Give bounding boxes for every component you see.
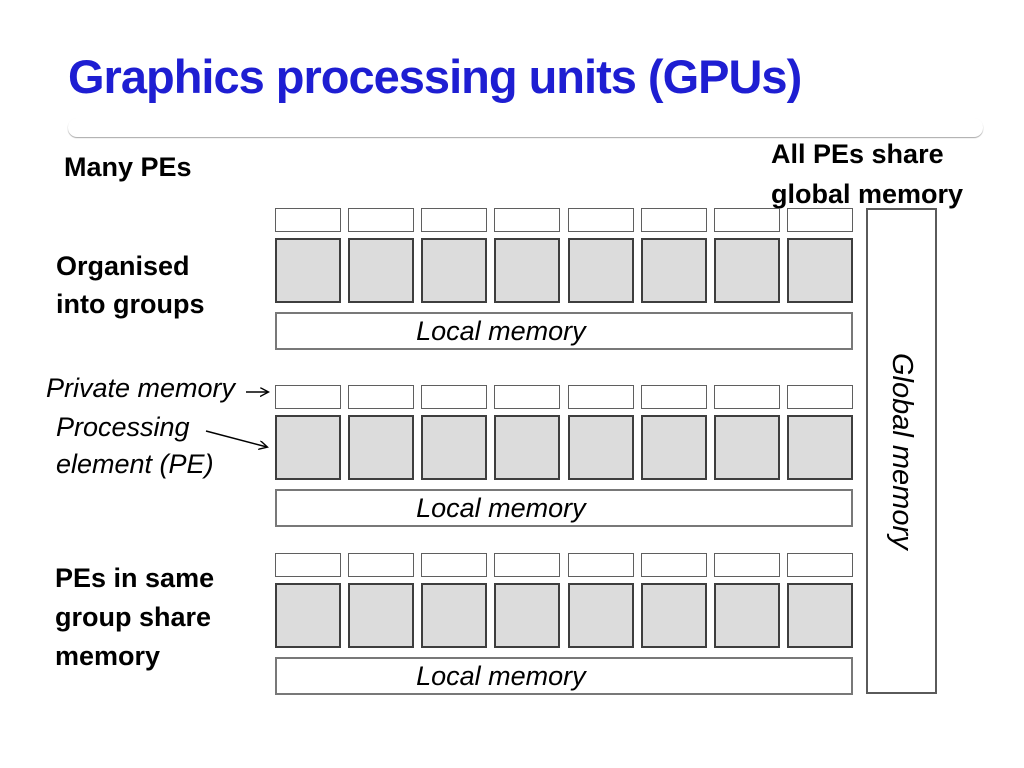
pe-box [786, 415, 853, 480]
private-memory-box [348, 208, 415, 232]
label-organised-into-groups: Organised into groups [56, 247, 204, 323]
private-memory-box [421, 553, 488, 577]
pe-box [275, 415, 341, 480]
label-private-memory: Private memory [46, 373, 236, 403]
label-many-pes: Many PEs [64, 152, 192, 182]
pe-box [567, 238, 634, 303]
pe-box [421, 415, 488, 480]
pe-box [494, 415, 561, 480]
private-memory-box [494, 208, 561, 232]
pe-group-1: Local memory [275, 208, 853, 350]
private-memory-row [275, 208, 853, 232]
private-memory-box [348, 385, 415, 409]
private-memory-box [640, 385, 707, 409]
private-memory-box [786, 553, 853, 577]
pe-box [786, 238, 853, 303]
label-processing-line1: Processing [56, 412, 190, 442]
local-memory-label: Local memory [416, 492, 586, 523]
private-memory-box [567, 385, 634, 409]
label-all-pes-share-line1: All PEs share [771, 139, 944, 169]
private-memory-box [713, 553, 780, 577]
label-pes-same-line3: memory [55, 641, 161, 671]
pe-row [275, 583, 853, 648]
local-memory-label: Local memory [416, 660, 586, 691]
private-memory-box [640, 208, 707, 232]
label-processing-element: Processing element (PE) [56, 409, 214, 483]
global-memory-box: Global memory [866, 208, 937, 694]
private-memory-box [567, 208, 634, 232]
pe-box [640, 415, 707, 480]
private-memory-row [275, 385, 853, 409]
pe-box [640, 238, 707, 303]
private-memory-box [567, 553, 634, 577]
private-memory-box [786, 385, 853, 409]
pe-group-2: Local memory [275, 385, 853, 527]
local-memory-box: Local memory [275, 312, 853, 350]
private-memory-box [275, 208, 341, 232]
private-memory-box [348, 553, 415, 577]
private-memory-box [786, 208, 853, 232]
pe-box [494, 238, 561, 303]
private-memory-box [421, 385, 488, 409]
global-memory-label: Global memory [886, 352, 918, 550]
processing-element-arrow [205, 430, 267, 447]
local-memory-box: Local memory [275, 657, 853, 695]
label-pes-in-same-group: PEs in same group share memory [55, 559, 214, 676]
pe-box [348, 583, 415, 648]
pe-row [275, 238, 853, 303]
local-memory-box: Local memory [275, 489, 853, 527]
pe-box [786, 583, 853, 648]
pe-row [275, 415, 853, 480]
pe-box [567, 415, 634, 480]
pe-box [348, 238, 415, 303]
label-processing-line2: element (PE) [56, 449, 214, 479]
private-memory-box [494, 553, 561, 577]
local-memory-label: Local memory [416, 315, 586, 346]
private-memory-box [275, 553, 341, 577]
private-memory-box [713, 385, 780, 409]
label-pes-same-line2: group share [55, 602, 212, 632]
private-memory-box [275, 385, 341, 409]
pe-box [275, 583, 341, 648]
private-memory-box [640, 553, 707, 577]
label-pes-same-line1: PEs in same [55, 563, 215, 593]
pe-box [494, 583, 561, 648]
label-all-pes-share-line2: global memory [771, 179, 964, 209]
pe-box [421, 238, 488, 303]
pe-box [348, 415, 415, 480]
private-memory-box [713, 208, 780, 232]
pe-box [567, 583, 634, 648]
page-title: Graphics processing units (GPUs) [68, 50, 802, 103]
label-organised-line2: into groups [56, 289, 205, 319]
pe-box [640, 583, 707, 648]
label-organised-line1: Organised [56, 251, 190, 281]
pe-box [421, 583, 488, 648]
label-all-pes-share: All PEs share global memory [771, 134, 963, 214]
private-memory-box [494, 385, 561, 409]
private-memory-box [421, 208, 488, 232]
pe-group-3: Local memory [275, 553, 853, 695]
pe-box [275, 238, 341, 303]
pe-box [713, 238, 780, 303]
pe-box [713, 583, 780, 648]
private-memory-row [275, 553, 853, 577]
pe-box [713, 415, 780, 480]
